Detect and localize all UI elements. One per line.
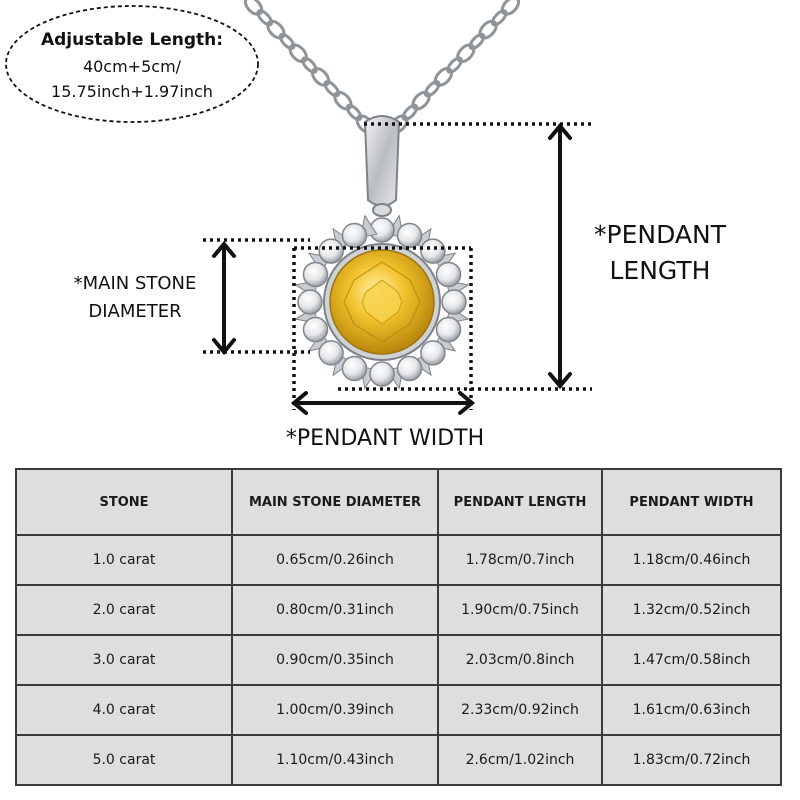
table-header-row: STONE MAIN STONE DIAMETER PENDANT LENGTH… [15,468,782,536]
header-pendant-length: PENDANT LENGTH [437,468,603,536]
chain-link [323,80,341,98]
halo-stone [435,261,462,288]
chain-link [500,0,521,16]
chain-link [490,9,508,27]
table-row: 3.0 carat 0.90cm/0.35inch 2.03cm/0.8inch… [15,634,782,686]
cell-pendant-width: 1.61cm/0.63inch [601,684,782,736]
adjustable-length-cm: 40cm+5cm/ [82,57,182,76]
halo-stone [318,340,344,366]
chain-link [468,32,486,51]
pendant-width-label: *PENDANT WIDTH [285,426,485,451]
chain-link [278,32,296,51]
pendant-length-label: *PENDANT [594,220,726,249]
table-row: 4.0 carat 1.00cm/0.39inch 2.33cm/0.92inc… [15,684,782,736]
pendant-length-label-line2: LENGTH [609,256,711,285]
chain-link [333,90,353,111]
cell-main-stone-diameter: 1.00cm/0.39inch [231,684,439,736]
halo-stone [420,238,446,264]
adjustable-length-inch: 15.75inch+1.97inch [51,82,213,101]
table-row: 1.0 carat 0.65cm/0.26inch 1.78cm/0.7inch… [15,534,782,586]
halo-stone [341,355,368,382]
halo-stone [369,361,395,387]
chain-link [288,43,308,64]
cell-stone: 4.0 carat [15,684,233,736]
halo-stone [435,316,462,343]
cell-stone: 2.0 carat [15,584,233,636]
chain-link [401,103,419,122]
chain-link [301,56,318,74]
measure-lines [203,122,592,410]
chain-link [433,67,454,87]
chain-link [345,103,363,122]
chain-link [266,19,286,40]
header-stone: STONE [15,468,233,536]
adjustable-length-title: Adjustable Length: [40,30,224,50]
halo-stone [396,355,423,382]
chain-link [446,56,463,74]
length-bubble-outline [5,5,259,123]
size-table: STONE MAIN STONE DIAMETER PENDANT LENGTH… [15,468,782,786]
cell-pendant-length: 2.6cm/1.02inch [437,734,603,786]
chain-link [478,19,498,40]
chain-link [423,80,441,98]
table-row: 2.0 carat 0.80cm/0.31inch 1.90cm/0.75inc… [15,584,782,636]
cell-pendant-width: 1.47cm/0.58inch [601,634,782,686]
main-stone-diameter-label: *MAIN STONE [73,273,197,294]
cell-pendant-width: 1.32cm/0.52inch [601,584,782,636]
table-row: 5.0 carat 1.10cm/0.43inch 2.6cm/1.02inch… [15,734,782,786]
cell-stone: 3.0 carat [15,634,233,686]
cell-pendant-length: 1.78cm/0.7inch [437,534,603,586]
chain-link [243,0,264,16]
cell-pendant-width: 1.18cm/0.46inch [601,534,782,586]
cell-stone: 5.0 carat [15,734,233,786]
measure-arrows [212,122,572,415]
halo-stone [297,289,323,315]
cell-pendant-length: 1.90cm/0.75inch [437,584,603,636]
chain-link [456,43,476,64]
pendant-illustration [5,0,592,415]
header-main-stone-diameter: MAIN STONE DIAMETER [231,468,439,536]
main-stone-diameter-label-line2: DIAMETER [88,301,182,322]
halo-stone [341,222,368,249]
cell-stone: 1.0 carat [15,534,233,586]
pendant-bail [363,115,401,217]
main-stone [323,243,441,361]
halo-stone [441,289,467,315]
cell-pendant-width: 1.83cm/0.72inch [601,734,782,786]
halo-stones [294,214,470,390]
cell-main-stone-diameter: 0.90cm/0.35inch [231,634,439,686]
halo-stone [318,238,344,264]
halo-stone [396,222,423,249]
chain-link [256,9,274,27]
header-pendant-width: PENDANT WIDTH [601,468,782,536]
cell-pendant-length: 2.33cm/0.92inch [437,684,603,736]
halo-stone [302,316,329,343]
chain-link [310,67,331,87]
cell-main-stone-diameter: 1.10cm/0.43inch [231,734,439,786]
cell-pendant-length: 2.03cm/0.8inch [437,634,603,686]
halo-stone [302,261,329,288]
cell-main-stone-diameter: 0.80cm/0.31inch [231,584,439,636]
chain-link [411,90,431,111]
halo-stone [420,340,446,366]
cell-main-stone-diameter: 0.65cm/0.26inch [231,534,439,586]
